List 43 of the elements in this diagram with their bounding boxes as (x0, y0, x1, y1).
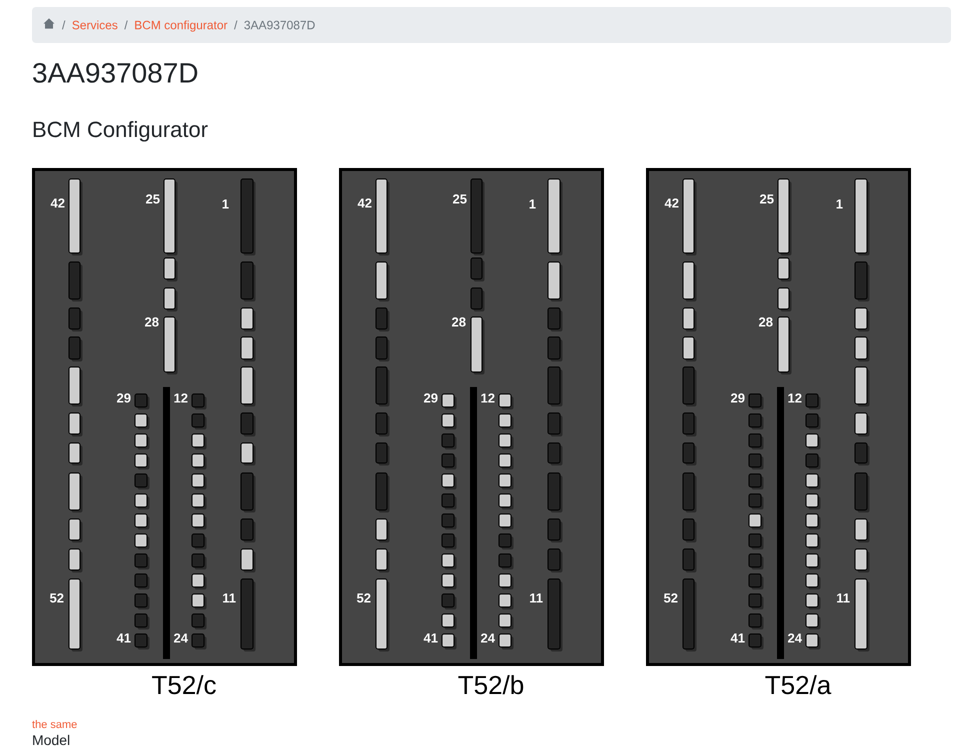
pin-number: 11 (223, 594, 236, 602)
page-title: 3AA937087D (33, 62, 198, 83)
breadcrumb-separator: / (124, 20, 128, 30)
pin-number: 11 (837, 594, 850, 602)
breadcrumb-current: 3AA937087D (244, 20, 315, 30)
breadcrumb-separator: / (62, 20, 66, 30)
pin-number: 1 (530, 200, 536, 208)
pin-number: 42 (50, 198, 64, 208)
pin-number: 41 (116, 634, 131, 642)
pin-number: 28 (759, 317, 773, 327)
connector-label: T52/b (458, 675, 524, 694)
pin-number: 24 (174, 633, 188, 643)
pin-number: 52 (356, 593, 370, 603)
pin-number: 28 (145, 317, 159, 327)
pin-number: 41 (424, 634, 438, 642)
pin-number: 24 (481, 633, 495, 643)
pin-number: 25 (146, 194, 160, 204)
pin-number: 52 (664, 593, 678, 603)
pin-number: 24 (788, 633, 802, 643)
pin-number: 29 (117, 393, 131, 403)
pin-number: 25 (453, 194, 467, 204)
breadcrumb-link: BCM configurator (135, 20, 228, 32)
pin-number: 42 (664, 198, 678, 208)
pin-number: 12 (788, 393, 802, 403)
connector-label: T52/a (765, 675, 832, 694)
breadcrumb-separator: / (234, 20, 238, 30)
pin-number: 42 (358, 198, 372, 208)
connector-label: T52/c (152, 675, 216, 694)
section-heading: BCM Configurator (34, 121, 208, 142)
pin-number: 11 (530, 594, 543, 602)
pin-number: 41 (730, 634, 745, 642)
pin-number: 52 (50, 593, 64, 603)
label-text: Model (33, 734, 70, 746)
pin-number: 29 (731, 393, 745, 403)
pin-number: 1 (836, 200, 843, 208)
pin-number: 12 (481, 393, 494, 403)
text-link: the same (32, 720, 77, 728)
breadcrumb-link: Services (72, 20, 118, 30)
pin-number: 12 (174, 393, 188, 403)
pin-number: 29 (424, 393, 438, 403)
pin-number: 25 (760, 194, 774, 204)
pin-number: 28 (452, 317, 466, 327)
pin-number: 1 (222, 200, 229, 208)
